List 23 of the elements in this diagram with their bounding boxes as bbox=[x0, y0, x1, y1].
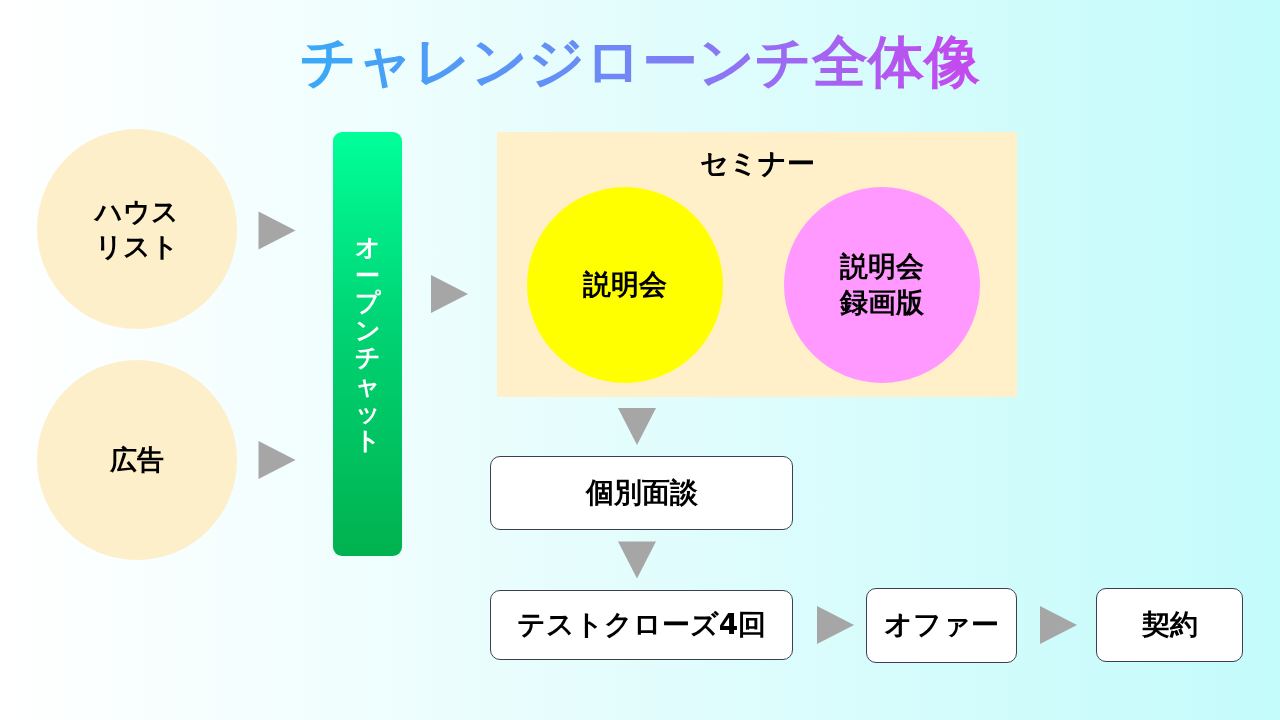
step-box bbox=[1096, 588, 1243, 662]
node-label: ハウスリスト bbox=[93, 194, 180, 264]
vertical-label: オープンチャット bbox=[355, 234, 380, 454]
arrow bbox=[817, 606, 854, 644]
node-label: 広告 bbox=[110, 443, 164, 478]
step-box bbox=[490, 590, 793, 660]
node-label: 説明会 bbox=[582, 266, 668, 303]
seminar-panel bbox=[497, 132, 1017, 397]
panel-heading: セミナー bbox=[699, 146, 815, 182]
step-box bbox=[866, 588, 1017, 663]
node-label: 説明会録画版 bbox=[838, 248, 925, 321]
arrow bbox=[258, 441, 296, 479]
step-box bbox=[490, 456, 793, 530]
arrow bbox=[618, 408, 656, 445]
node-label: オファー bbox=[884, 607, 999, 644]
channel-bar bbox=[333, 132, 402, 556]
node-label: 個別面談 bbox=[585, 474, 698, 511]
node-label: テストクローズ4回 bbox=[516, 606, 767, 643]
arrow bbox=[618, 541, 656, 579]
node-label: 契約 bbox=[1141, 606, 1198, 643]
arrow bbox=[431, 275, 468, 313]
arrow bbox=[258, 211, 296, 250]
arrow bbox=[1040, 606, 1077, 644]
